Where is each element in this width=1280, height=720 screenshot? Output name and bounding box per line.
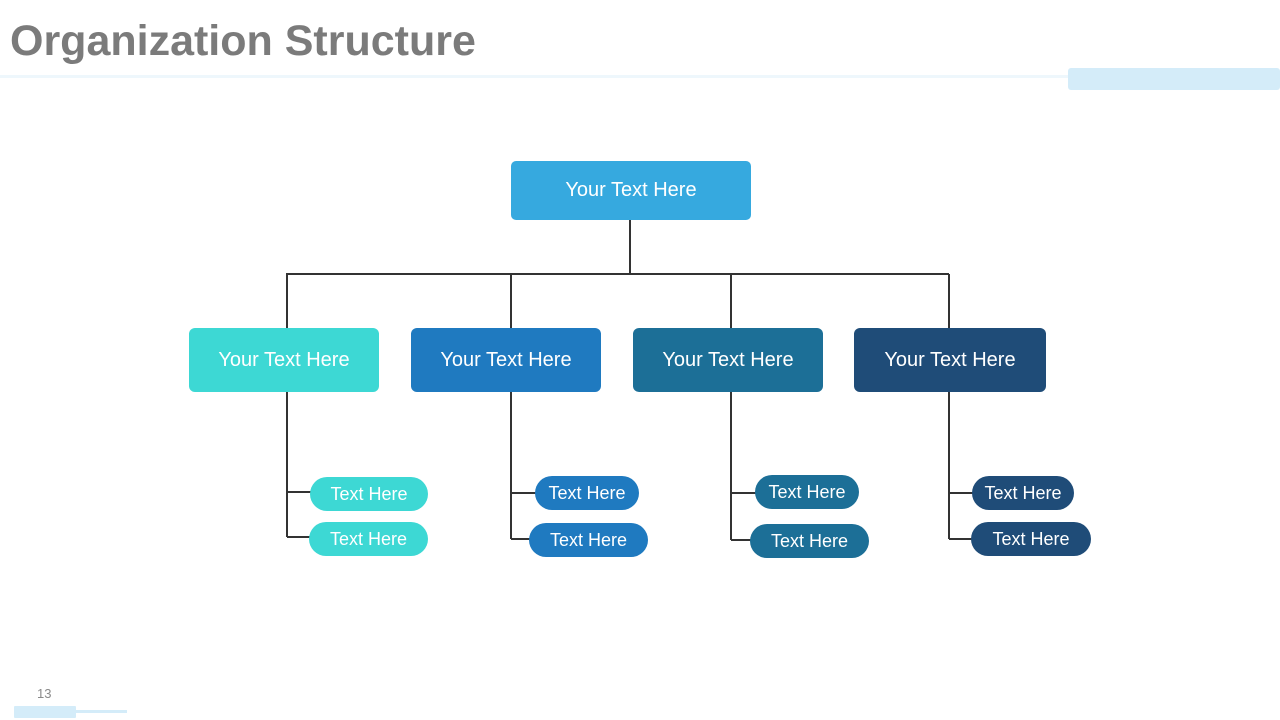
org-department-label: Your Text Here (218, 348, 350, 371)
footer-accent-line (76, 710, 127, 713)
org-leaf-label: Text Here (992, 528, 1070, 549)
title-divider (0, 75, 1280, 78)
org-department-label: Your Text Here (884, 348, 1016, 371)
org-leaf-node-3-2: Text Here (750, 524, 869, 558)
org-leaf-node-3-1: Text Here (755, 475, 859, 509)
footer-accent-bar (14, 706, 76, 718)
org-leaf-node-2-1: Text Here (535, 476, 639, 510)
org-department-node-2: Your Text Here (411, 328, 601, 392)
org-department-node-3: Your Text Here (633, 328, 823, 392)
org-leaf-node-4-2: Text Here (971, 522, 1091, 556)
org-root-label: Your Text Here (565, 179, 697, 201)
title-accent-bar (1068, 68, 1280, 90)
org-leaf-label: Text Here (770, 530, 849, 551)
org-leaf-node-4-1: Text Here (972, 476, 1074, 510)
org-department-label: Your Text Here (662, 348, 794, 371)
org-leaf-label: Text Here (984, 482, 1062, 503)
org-leaf-label: Text Here (548, 482, 626, 503)
org-leaf-label: Text Here (768, 481, 846, 502)
org-department-node-4: Your Text Here (854, 328, 1046, 392)
page-number: 13 (37, 686, 52, 701)
org-leaf-label: Text Here (549, 529, 628, 550)
org-leaf-node-1-2: Text Here (309, 522, 428, 556)
org-leaf-label: Text Here (330, 483, 408, 504)
org-root-node: Your Text Here (511, 161, 751, 220)
org-leaf-node-2-2: Text Here (529, 523, 648, 557)
page-title: Organization Structure (10, 17, 476, 65)
org-department-label: Your Text Here (440, 348, 572, 371)
org-leaf-node-1-1: Text Here (310, 477, 428, 511)
org-leaf-label: Text Here (329, 528, 408, 549)
org-department-node-1: Your Text Here (189, 328, 379, 392)
